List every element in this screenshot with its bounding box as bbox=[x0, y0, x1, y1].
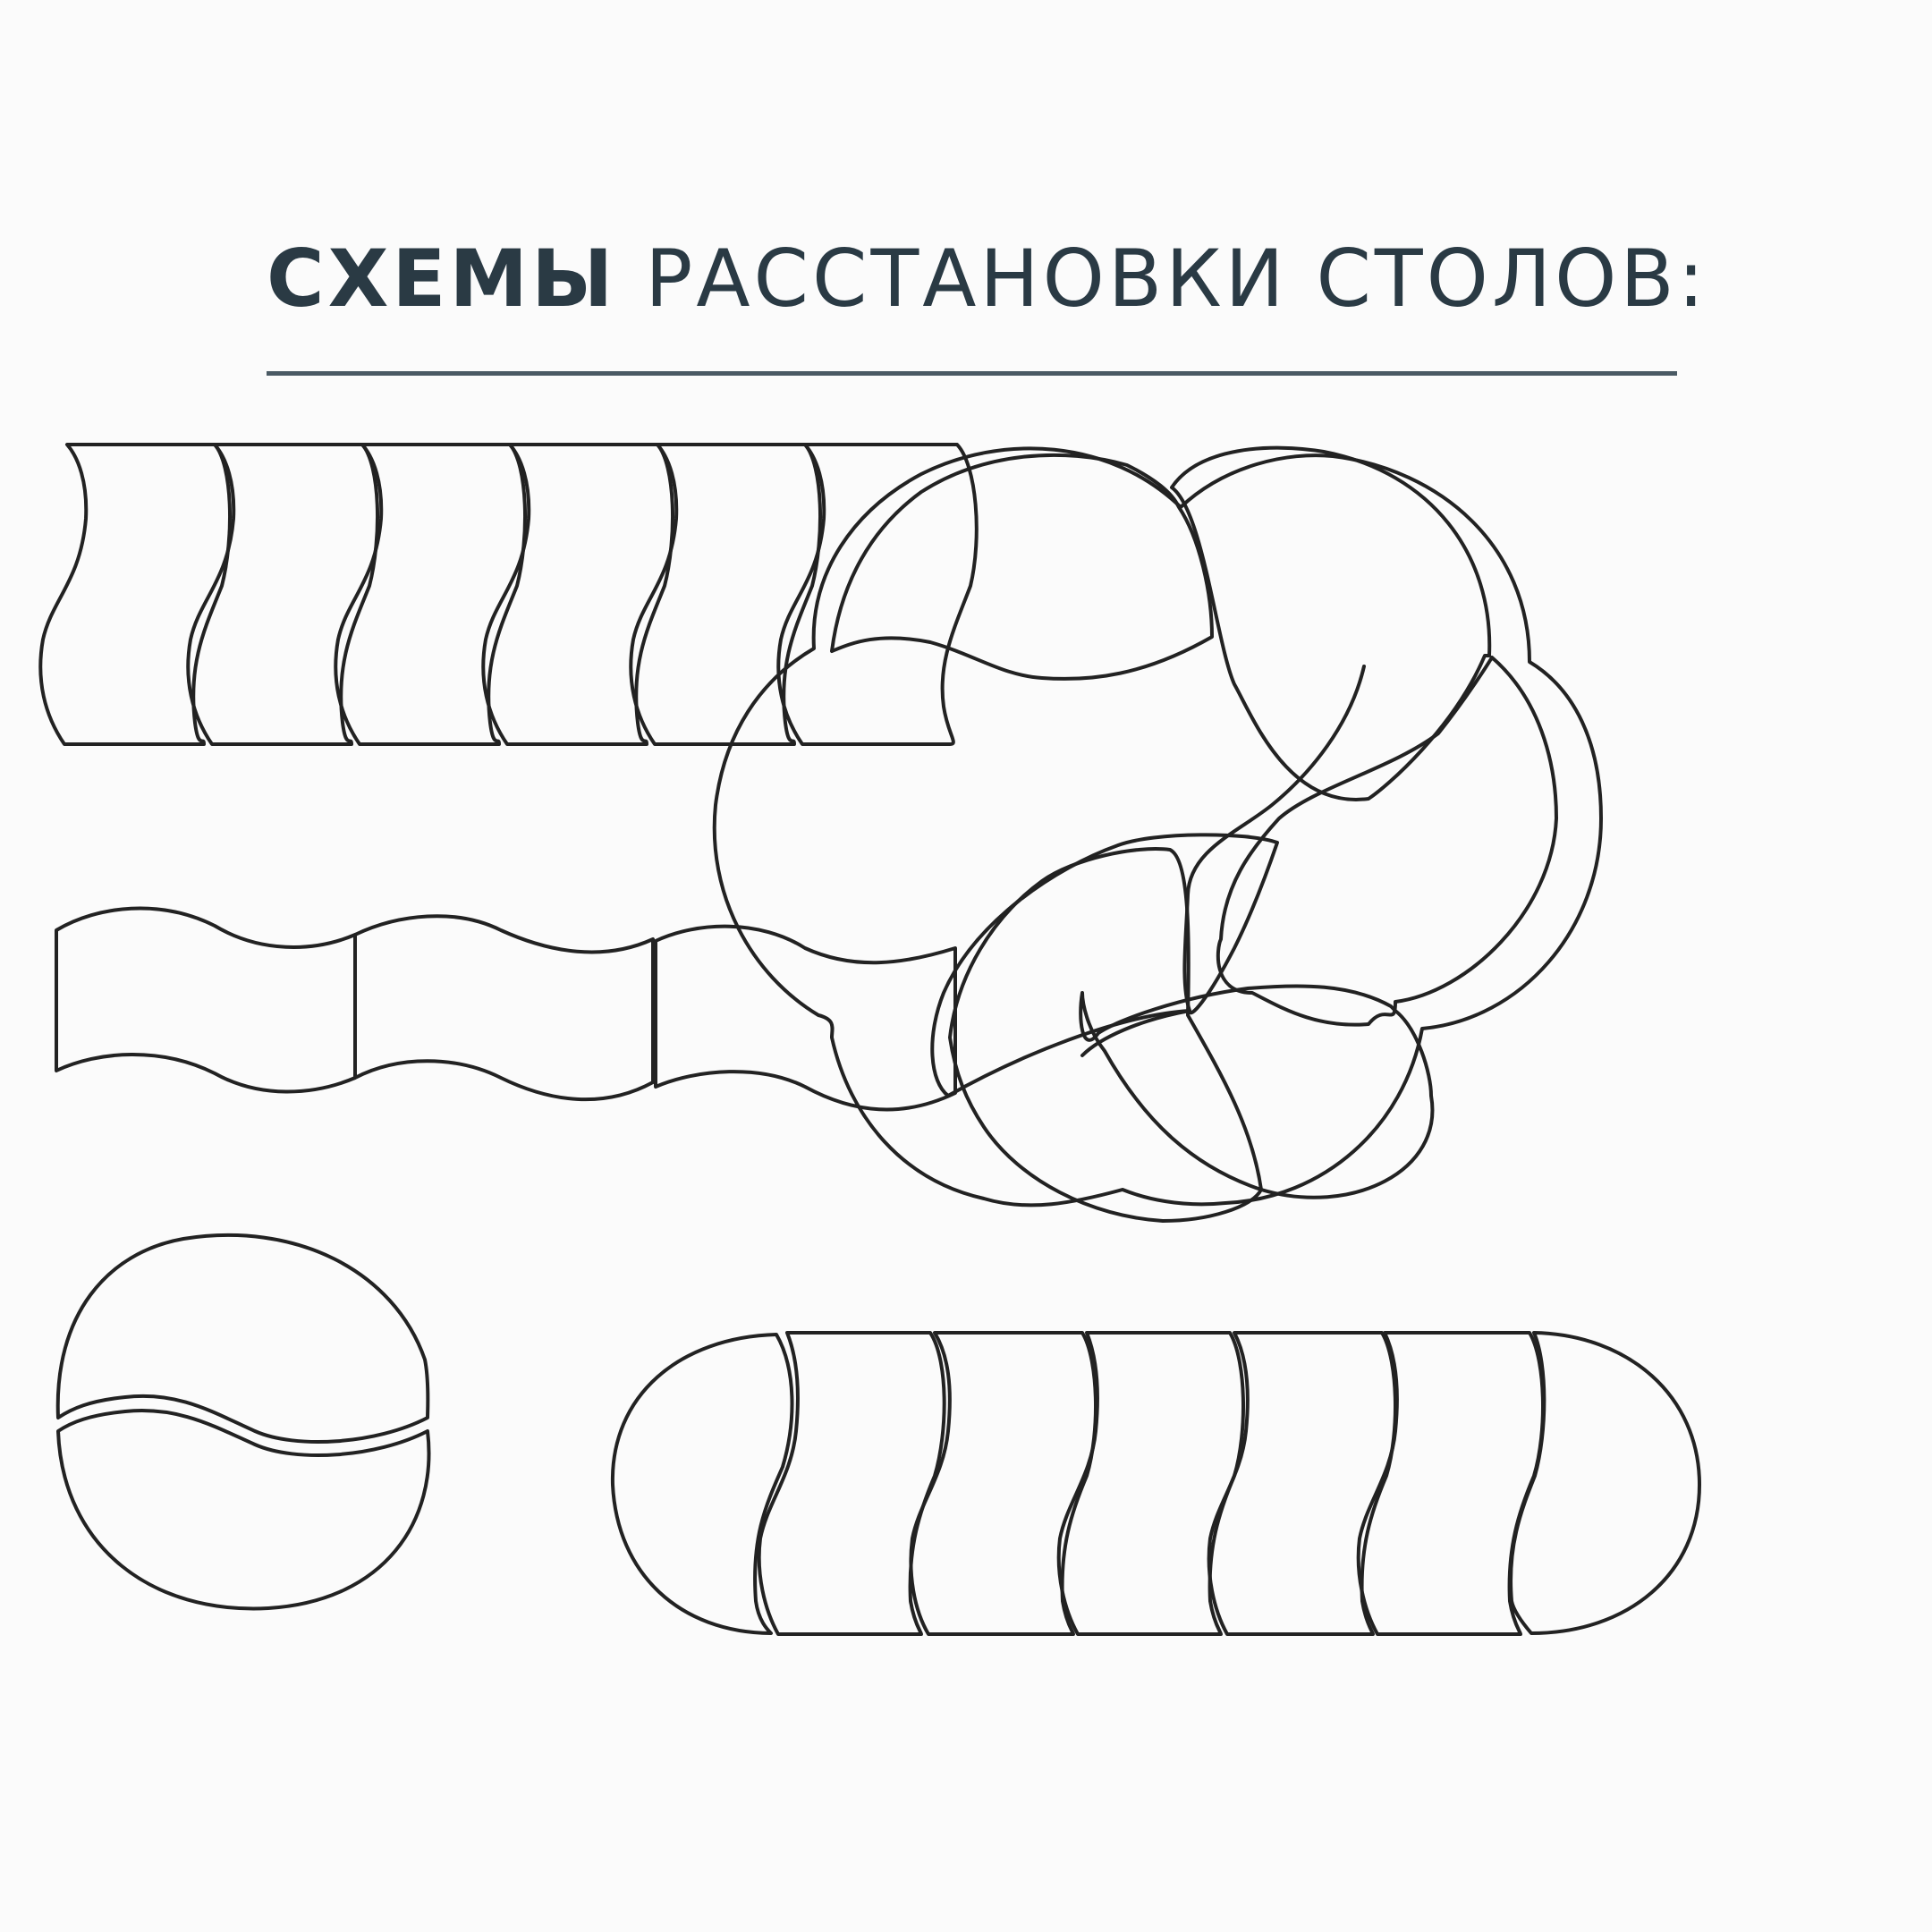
table-row-4 bbox=[1207, 1331, 1398, 1636]
table-wave-1 bbox=[55, 906, 357, 1094]
page-title: СХЕМЫ РАССТАНОВКИ СТОЛОВ: bbox=[267, 240, 1704, 318]
scheme-straight-row bbox=[38, 443, 979, 746]
title-light: РАССТАНОВКИ СТОЛОВ: bbox=[645, 233, 1708, 325]
table-row-2 bbox=[909, 1331, 1098, 1636]
table-straight-1 bbox=[38, 443, 232, 746]
table-end-right bbox=[1509, 1331, 1701, 1635]
table-row-1 bbox=[757, 1331, 946, 1636]
table-wave-2 bbox=[353, 914, 655, 1102]
table-end-left bbox=[610, 1333, 794, 1635]
table-row-5 bbox=[1356, 1331, 1546, 1636]
scheme-wave-row bbox=[55, 906, 957, 1112]
table-straight-2 bbox=[186, 443, 379, 746]
table-wave-3 bbox=[654, 924, 957, 1112]
title-bold: СХЕМЫ bbox=[267, 233, 617, 325]
flower-table-4 bbox=[1079, 984, 1435, 1199]
table-straight-4 bbox=[481, 443, 674, 746]
flower-table-6 bbox=[948, 847, 1263, 1223]
table-circle-bottom bbox=[56, 1409, 431, 1611]
table-straight-5 bbox=[629, 443, 822, 746]
flower-table-7 bbox=[1080, 665, 1366, 1057]
scheme-flower bbox=[712, 445, 1603, 1223]
table-straight-3 bbox=[334, 443, 527, 746]
table-circle-top bbox=[55, 1233, 430, 1444]
flower-table-5 bbox=[930, 833, 1279, 1097]
title-divider bbox=[267, 371, 1677, 376]
flower-table-1 bbox=[830, 453, 1214, 681]
flower-outline bbox=[712, 446, 1603, 1208]
flower-table-2 bbox=[1170, 445, 1492, 801]
flower-table-3 bbox=[1216, 656, 1558, 1027]
table-row-3 bbox=[1056, 1331, 1246, 1636]
scheme-circle bbox=[55, 1233, 431, 1611]
table-straight-6 bbox=[776, 443, 979, 746]
scheme-row-round-ends bbox=[610, 1331, 1701, 1636]
